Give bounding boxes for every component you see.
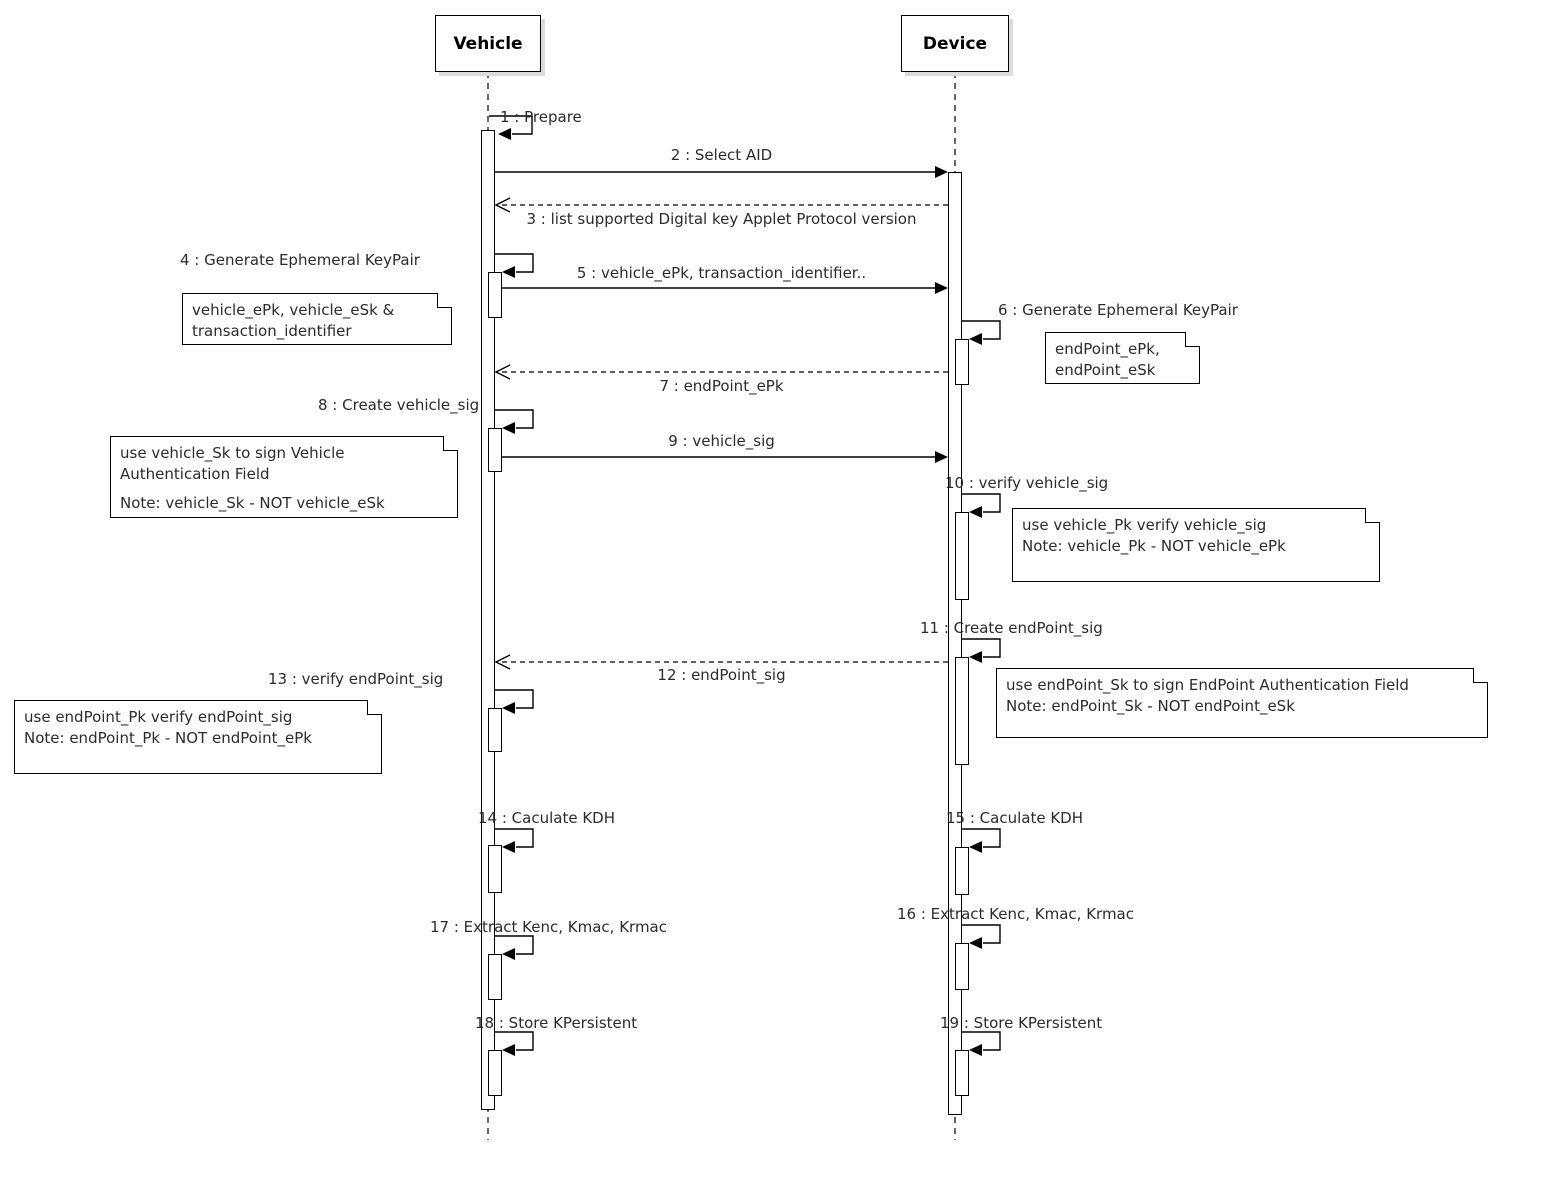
message-17-label: 17 : Extract Kenc, Kmac, Krmac [430, 918, 667, 936]
message-10-label: 10 : verify vehicle_sig [945, 474, 1109, 492]
message-18-label: 18 : Store KPersistent [475, 1014, 638, 1032]
message-2-arrow [495, 166, 948, 178]
message-5-arrow [502, 282, 948, 294]
vehicle-activation-4 [488, 272, 502, 318]
message-11-label: 11 : Create endPoint_sig [920, 619, 1103, 637]
note-line: Authentication Field [120, 465, 270, 483]
message-6-label: 6 : Generate Ephemeral KeyPair [998, 301, 1238, 319]
message-7-return-arrow [494, 364, 948, 380]
actor-vehicle: Vehicle [435, 15, 541, 72]
message-13-label: 13 : verify endPoint_sig [268, 670, 444, 688]
message-7-label: 7 : endPoint_ePk [659, 377, 784, 395]
note-line: use endPoint_Sk to sign EndPoint Authent… [1006, 676, 1409, 694]
note-line: endPoint_ePk, [1055, 340, 1160, 358]
actor-device-label: Device [922, 33, 988, 54]
message-6-self-arrow [962, 320, 1001, 345]
message-3-label: 3 : list supported Digital key Applet Pr… [526, 210, 917, 228]
message-10-self-arrow [962, 493, 1001, 518]
device-activation-15 [955, 847, 969, 895]
message-5-label: 5 : vehicle_ePk, transaction_identifier.… [576, 264, 867, 282]
message-4-self-arrow [495, 253, 534, 278]
actor-vehicle-label: Vehicle [453, 33, 523, 54]
message-15-self-arrow [962, 828, 1001, 853]
message-14-self-arrow [495, 828, 534, 853]
vehicle-activation-13 [488, 708, 502, 752]
message-12-label: 12 : endPoint_sig [657, 666, 786, 684]
message-14-label: 14 : Caculate KDH [478, 809, 615, 827]
message-19-self-arrow [962, 1031, 1001, 1056]
message-9-arrow [502, 451, 948, 463]
message-15-label: 15 : Caculate KDH [946, 809, 1083, 827]
note-line: use vehicle_Pk verify vehicle_sig [1022, 516, 1267, 534]
note-vehicle-sign: use vehicle_Sk to sign Vehicle Authentic… [110, 436, 458, 518]
message-4-label: 4 : Generate Ephemeral KeyPair [180, 251, 420, 269]
message-12-return-arrow [494, 654, 948, 670]
device-activation-11 [955, 657, 969, 765]
actor-device: Device [901, 15, 1009, 72]
device-activation-19 [955, 1050, 969, 1096]
message-2-label: 2 : Select AID [670, 146, 773, 164]
note-line: endPoint_eSk [1055, 361, 1156, 379]
vehicle-activation-8 [488, 428, 502, 472]
note-vehicle-verify: use vehicle_Pk verify vehicle_sig Note: … [1012, 508, 1380, 582]
message-9-label: 9 : vehicle_sig [668, 432, 775, 450]
device-activation-16 [955, 943, 969, 990]
message-19-label: 19 : Store KPersistent [940, 1014, 1103, 1032]
note-line: Note: endPoint_Pk - NOT endPoint_ePk [24, 729, 312, 747]
vehicle-activation-18 [488, 1050, 502, 1096]
note-line: Note: vehicle_Sk - NOT vehicle_eSk [120, 494, 385, 512]
message-1-label: 1 : Prepare [500, 108, 582, 126]
message-16-self-arrow [962, 924, 1001, 949]
device-activation-6 [955, 339, 969, 385]
note-line: Note: vehicle_Pk - NOT vehicle_ePk [1022, 537, 1286, 555]
note-line: vehicle_ePk, vehicle_eSk & [192, 301, 395, 319]
note-endpoint-verify: use endPoint_Pk verify endPoint_sig Note… [14, 700, 382, 774]
note-line: transaction_identifier [192, 322, 352, 340]
note-line: use vehicle_Sk to sign Vehicle [120, 444, 345, 462]
message-16-label: 16 : Extract Kenc, Kmac, Krmac [897, 905, 1134, 923]
message-17-self-arrow [495, 935, 534, 960]
message-3-return-arrow [494, 197, 948, 213]
note-line: use endPoint_Pk verify endPoint_sig [24, 708, 293, 726]
note-endpoint-keypair: endPoint_ePk, endPoint_eSk [1045, 332, 1200, 384]
note-line: Note: endPoint_Sk - NOT endPoint_eSk [1006, 697, 1295, 715]
message-8-label: 8 : Create vehicle_sig [318, 396, 480, 414]
note-endpoint-sign: use endPoint_Sk to sign EndPoint Authent… [996, 668, 1488, 738]
message-18-self-arrow [495, 1031, 534, 1056]
message-13-self-arrow [495, 689, 534, 714]
vehicle-activation-17 [488, 954, 502, 1000]
vehicle-activation-14 [488, 845, 502, 893]
note-vehicle-keypair: vehicle_ePk, vehicle_eSk & transaction_i… [182, 293, 452, 345]
message-8-self-arrow [495, 409, 534, 434]
message-1-self-arrow [489, 115, 533, 140]
device-activation-10 [955, 512, 969, 600]
message-11-self-arrow [962, 638, 1001, 663]
